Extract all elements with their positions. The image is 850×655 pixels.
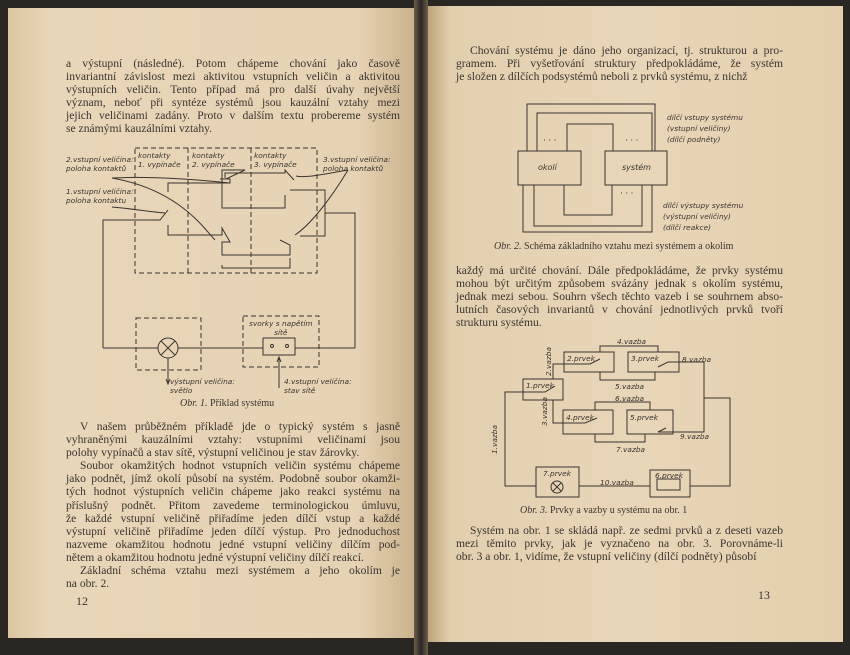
element-1-label: 1.prvek <box>526 381 554 390</box>
link-3-label: 3.vazba <box>540 396 550 427</box>
text-line: Soubor okamžitých hodnot vstupních velič… <box>80 459 400 473</box>
label-system-outputs: dílčí výstupy systému (výstupní veličiny… <box>663 201 744 232</box>
label-input-1: 1.vstupní veličina: poloha kontaktu <box>66 187 134 205</box>
caption-text: Prvky a vazby u systému na obr. 1 <box>550 505 688 516</box>
label-input-4: 4.vstupní veličina: stav sítě <box>284 377 352 395</box>
text-line: nětem a okamžitou hodnotu jedné výstupní… <box>66 550 364 564</box>
text-line: vyhraněnými kauzálními vztahy: vstupními… <box>66 433 400 447</box>
label-contacts-switch-3: kontakty 3. vypínače <box>254 151 297 169</box>
link-6-label: 6.vazba <box>615 394 645 403</box>
label-input-2: 2.vstupní veličina: poloha kontaktů <box>66 155 134 173</box>
text-line: jako podnět, jímž okolí působí na systém… <box>66 472 400 486</box>
link-5-label: 5.vazba <box>615 382 645 391</box>
element-7-label: 7.prvek <box>543 469 571 478</box>
element-2-label: 2.prvek <box>567 354 595 363</box>
right-paragraph-3: Systém na obr. 1 se skládá např. ze sedm… <box>456 524 783 563</box>
element-4-label: 4.prvek <box>566 413 594 422</box>
link-7-label: 7.vazba <box>616 445 646 454</box>
switch-contacts-dashed-frame <box>134 147 320 371</box>
label-contacts-switch-2: kontakty 2. vypínače <box>192 151 235 169</box>
figure-3-caption: Obr. 3. Prvky a vazby u systému na obr. … <box>520 505 687 516</box>
label-contacts-switch-1: kontakty 1. vypínače <box>138 151 181 169</box>
link-4-label: 4.vazba <box>617 337 647 346</box>
terminals-box <box>262 337 296 356</box>
text-line: jednak mezi sebou. Souhrn všech těchto v… <box>456 290 783 304</box>
right-paragraph-1: Chování systému je dáno jeho organizací,… <box>456 44 783 83</box>
figure-2-caption: Obr. 2. Schéma základního vztahu mezi sy… <box>494 241 733 252</box>
text-line: mezi těmito prvky, jak je vyznačeno na o… <box>456 537 783 551</box>
label-system-inputs: dílčí vstupy systému (vstupní veličiny) … <box>667 113 743 144</box>
text-line: obr. 3 a obr. 1, vidíme, že vstupní veli… <box>456 550 757 564</box>
text-line: nazveme okamžitou hodnotu jedné vstupní … <box>66 537 400 551</box>
svg-text:· · ·: · · · <box>620 188 634 198</box>
text-line: výstupních veličin. Tento případ má pro … <box>66 83 400 97</box>
text-line: se známými kauzálními vztahy. <box>66 122 213 136</box>
right-page <box>425 6 843 642</box>
page-number-right: 13 <box>758 588 770 602</box>
text-line: každý má určité chování. Dále předpoklád… <box>456 264 783 277</box>
terminals-dashed-box <box>242 315 320 368</box>
text-line: lutních časových invariantů v chování je… <box>456 303 783 317</box>
system-box <box>604 150 668 186</box>
figure-1-caption: Obr. 1. Příklad systému <box>180 398 274 409</box>
text-line: tých hodnot výstupních veličin chápeme j… <box>66 485 400 499</box>
caption-prefix: Obr. 1. <box>180 398 208 409</box>
text-line: Systém na obr. 1 se skládá např. ze sedm… <box>470 524 783 537</box>
caption-text: Schéma základního vztahu mezi systémem a… <box>524 241 734 252</box>
link-9-label: 9.vazba <box>680 432 710 441</box>
label-environment: okolí <box>538 163 557 172</box>
label-output-light: výstupní veličina: světlo <box>170 377 235 395</box>
link-1-label: 1.vazba <box>490 424 500 455</box>
text-line: Chování systému je dáno jeho organizací,… <box>470 44 783 57</box>
book-gutter <box>414 0 428 655</box>
text-line: příslušný podnět. Přitom zavedeme termin… <box>66 498 400 512</box>
text-line: invariantní závislost mezi aktivitou vst… <box>66 70 400 84</box>
text-line: Základní schéma vztahu mezi systémem a j… <box>80 564 400 578</box>
text-line: strukturu systému. <box>456 316 542 330</box>
label-system: systém <box>622 163 651 172</box>
text-line: mohou být určitým způsobem svázány jedna… <box>456 277 783 291</box>
left-paragraph-1: a výstupní (následné). Potom chápeme cho… <box>66 57 400 136</box>
element-3-label: 3.prvek <box>631 354 659 363</box>
page-number-left: 12 <box>76 594 88 608</box>
label-terminals: svorky s napětím sítě <box>249 319 313 337</box>
text-line: jejich veličinami zadány. Proto v dalším… <box>66 109 400 123</box>
element-6-label: 6.prvek <box>655 471 683 480</box>
text-line: je složen z dílčích podsystémů neboli z … <box>456 70 748 84</box>
label-input-3: 3.vstupní veličina: poloha kontaktů <box>323 155 391 173</box>
caption-prefix: Obr. 2. <box>494 241 522 252</box>
circuit-wires <box>102 168 356 388</box>
svg-text:· · ·: · · · <box>543 135 557 145</box>
lamp-dashed-box <box>135 317 202 371</box>
text-line: V našem průběžném příkladě jde o typický… <box>80 420 400 433</box>
left-paragraph-2: V našem průběžném příkladě jde o typický… <box>66 420 400 590</box>
link-2-label: 2.vazba <box>544 346 554 377</box>
environment-box <box>517 150 582 186</box>
text-line: výstupní veličině přiřadíme jeden dílčí … <box>66 524 400 538</box>
caption-prefix: Obr. 3. <box>520 505 548 516</box>
caption-text: Příklad systému <box>210 398 275 409</box>
link-10-label: 10.vazba <box>600 478 634 487</box>
text-line: že každé vstupní veličině přiřadíme jede… <box>66 511 400 525</box>
text-line: význam, neboť při syntéze systémů jsou k… <box>66 96 400 110</box>
link-8-label: 8.vazba <box>682 355 712 364</box>
text-line: polohy vypínačů a stav sítě, výstupní ve… <box>66 446 360 460</box>
element-5-label: 5.prvek <box>630 413 658 422</box>
svg-text:· · ·: · · · <box>625 135 639 145</box>
left-page <box>8 8 418 638</box>
text-line: na obr. 2. <box>66 577 110 591</box>
right-paragraph-2: každý má určité chování. Dále předpoklád… <box>456 264 783 329</box>
text-line: a výstupní (následné). Potom chápeme cho… <box>66 57 400 70</box>
text-line: gramem. Při vyšetřování struktury předpo… <box>456 57 783 71</box>
